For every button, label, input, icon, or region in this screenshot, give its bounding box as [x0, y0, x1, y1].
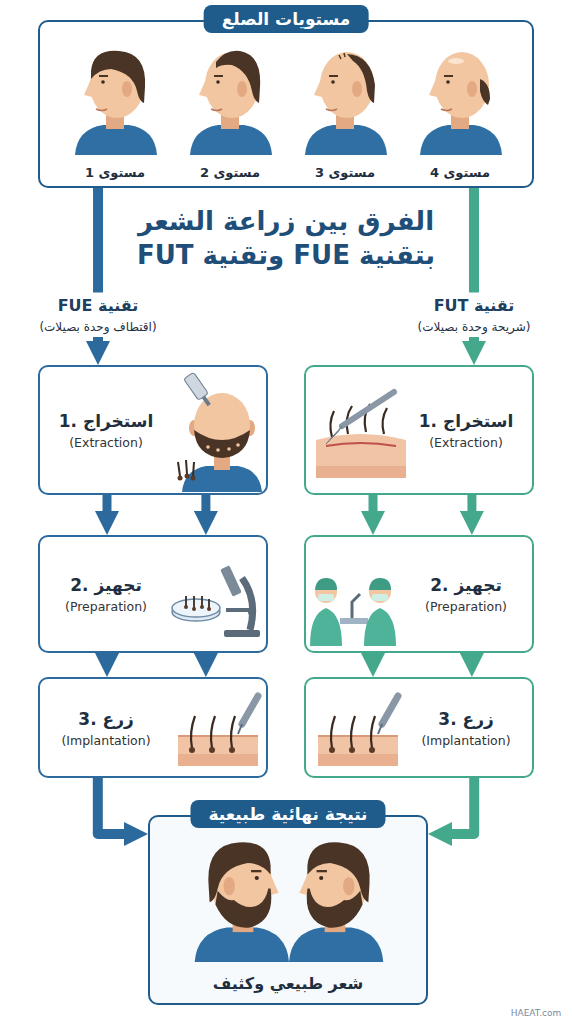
flow-arrow — [369, 495, 378, 521]
result-box: نتيجة نهائية طبيعيةشعر طبيعي وكثيف — [148, 815, 428, 1005]
step-heading: 1. استخراج — [408, 411, 524, 431]
box-heading: نتيجة نهائية طبيعية — [190, 800, 385, 828]
box-heading: مستويات الصلع — [204, 5, 369, 33]
flow-arrow — [103, 495, 112, 521]
step-heading: 3. زرع — [408, 708, 524, 728]
step-heading: 2. تجهيز — [408, 575, 524, 595]
flow-arrow — [467, 495, 476, 521]
step-subtitle: (Extraction) — [48, 435, 164, 450]
technique-subtitle: (شريحة وحدة بصيلات) — [413, 317, 536, 337]
box-caption: شعر طبيعي وكثيف — [150, 974, 426, 993]
technique-label: تقنية FUE — [53, 293, 144, 318]
text-block: 3. زرع (Implantation) — [48, 708, 164, 747]
flow-arrow — [201, 495, 210, 521]
process-box: 2. تجهيز (Preparation) — [304, 535, 534, 653]
text-block: 3. زرع (Implantation) — [408, 708, 524, 747]
process-box: 3. زرع (Implantation) — [38, 677, 268, 778]
process-box: 1. استخراج (Extraction) — [304, 365, 534, 495]
flow-arrow — [467, 653, 476, 663]
step-subtitle: (Preparation) — [408, 599, 524, 614]
process-box: 2. تجهيز (Preparation) — [38, 535, 268, 653]
step-subtitle: (Implantation) — [408, 732, 524, 747]
text-block: 2. تجهيز (Preparation) — [48, 575, 164, 614]
text-block: 1. استخراج (Extraction) — [408, 411, 524, 450]
process-box: 3. زرع (Implantation) — [304, 677, 534, 778]
text-block: 2. تجهيز (Preparation) — [408, 575, 524, 614]
process-box: 1. استخراج (Extraction) — [38, 365, 268, 495]
flow-arrow — [369, 653, 378, 663]
flow-arrow — [103, 653, 112, 663]
step-heading: 2. تجهيز — [48, 575, 164, 595]
technique-subtitle: (اقتطاف وحدة بصيلات) — [34, 317, 161, 337]
level-label: مستوى 1 — [85, 165, 145, 180]
step-heading: 3. زرع — [48, 708, 164, 728]
flow-arrow — [201, 653, 210, 663]
panel-box: مستويات الصلع — [38, 20, 534, 188]
flow-arrow — [442, 778, 474, 834]
diagram-title: الفرق بين زراعة الشعر بتقنية FUE وتقنية … — [131, 204, 441, 272]
watermark: HAEAT.com — [511, 1008, 562, 1018]
flow-arrow — [98, 778, 134, 834]
step-subtitle: (Preparation) — [48, 599, 164, 614]
step-heading: 1. استخراج — [48, 411, 164, 431]
level-label: مستوى 2 — [200, 165, 260, 180]
technique-label: تقنية FUT — [429, 293, 520, 318]
text-block: 1. استخراج (Extraction) — [48, 411, 164, 450]
level-label: مستوى 4 — [430, 165, 490, 180]
step-subtitle: (Implantation) — [48, 732, 164, 747]
level-label: مستوى 3 — [315, 165, 375, 180]
step-subtitle: (Extraction) — [408, 435, 524, 450]
